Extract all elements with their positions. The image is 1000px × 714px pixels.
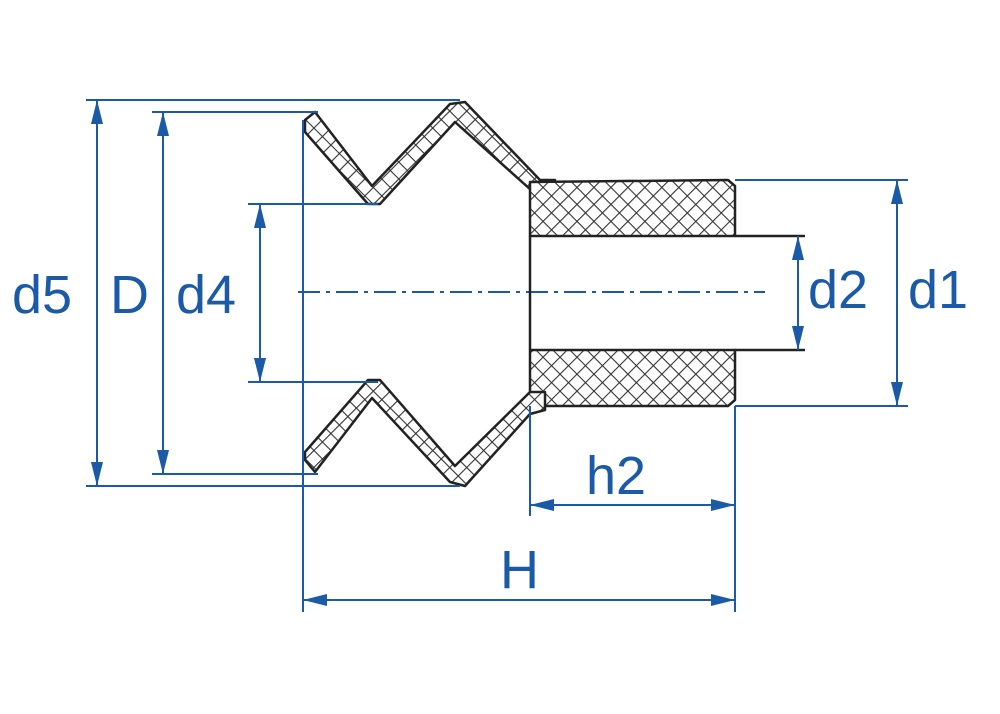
label-d5: d5 [12,265,72,325]
label-h2: h2 [586,446,646,506]
dim-D-arrow-bottom [157,450,169,474]
dim-d5-arrow-top [91,100,103,124]
dim-d4-arrow-top [254,204,266,228]
bellows-upper-wall [303,100,557,206]
dim-H-arrow-right [711,594,735,606]
hub-lower [528,348,737,408]
label-D: D [110,265,149,325]
dim-d5-arrow-bottom [91,462,103,486]
label-H: H [500,540,539,600]
label-d1: d1 [908,260,968,320]
label-d2: d2 [808,260,868,320]
dim-d1-arrow-top [891,180,903,204]
dim-d1-arrow-bottom [891,382,903,406]
dim-D-arrow-top [157,112,169,136]
dim-d4-arrow-bottom [254,358,266,382]
label-d4: d4 [176,265,236,325]
dim-d2-arrow-top [792,236,804,260]
hub-upper [528,178,737,238]
dim-h2-arrow-left [530,499,554,511]
dim-H-arrow-left [303,594,327,606]
dim-d2-arrow-bottom [792,326,804,350]
bellows-lower-wall [303,378,547,488]
dim-h2-arrow-right [711,499,735,511]
